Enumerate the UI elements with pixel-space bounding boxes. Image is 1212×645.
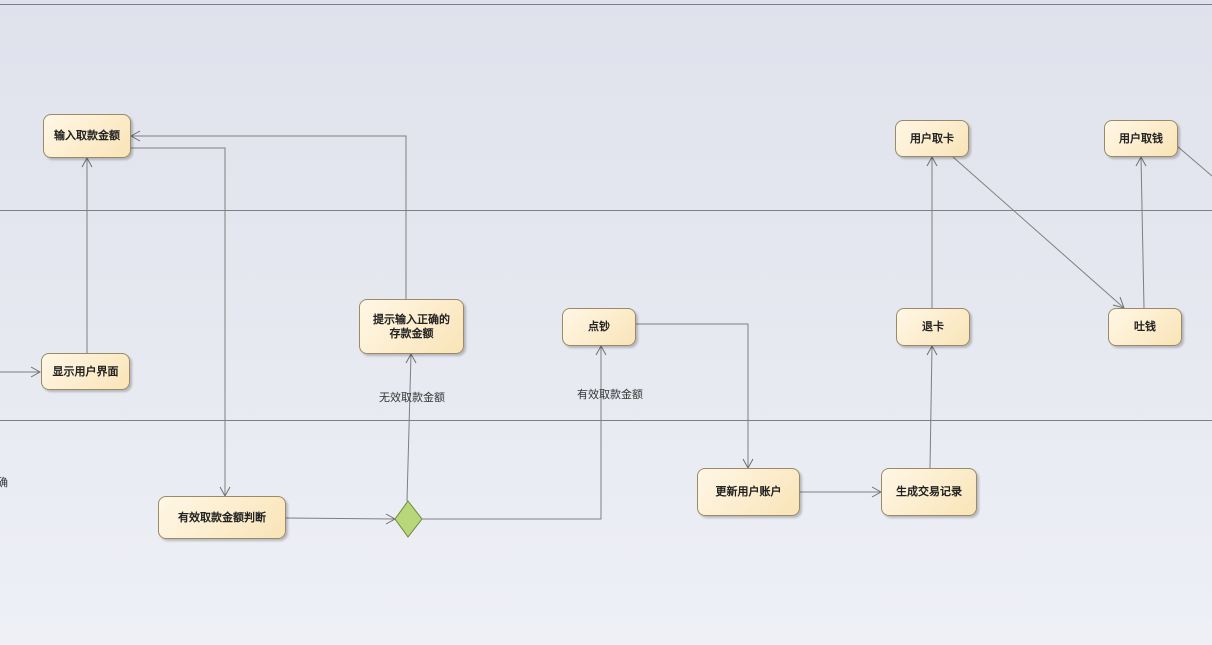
edge-valid-check-to-decision: [285, 517, 396, 520]
edge-input-to-valid-check: [131, 147, 226, 496]
lane-divider-top: [0, 4, 1212, 5]
edge-take-cash-offscreen: [1176, 145, 1212, 177]
arrowhead-input-right: [129, 130, 141, 142]
lane-label-fragment: 确: [0, 476, 8, 489]
node-count-cash[interactable]: 点钞: [562, 308, 636, 346]
guard-valid-amount: 有效取款金额: [577, 388, 643, 401]
edge-count-to-update: [636, 323, 749, 468]
lane-divider-user-atm[interactable]: [0, 210, 1212, 211]
node-dispense-cash[interactable]: 吐钱: [1108, 308, 1182, 346]
decision-diamond[interactable]: [394, 500, 423, 538]
node-input-amount[interactable]: 输入取款金额: [43, 114, 131, 158]
edge-prompt-to-input: [131, 135, 407, 299]
edge-decision-to-prompt: [406, 353, 412, 502]
arrowhead-prompt: [405, 352, 417, 364]
node-update-account[interactable]: 更新用户账户: [697, 468, 800, 516]
arrowhead-count: [595, 344, 607, 356]
arrowhead-take-card: [926, 155, 938, 167]
arrowhead-show-ui: [30, 366, 42, 378]
guard-invalid-amount: 无效取款金额: [379, 391, 445, 404]
arrowhead-input-bottom: [81, 156, 93, 168]
edge-dispense-to-take-cash: [1140, 156, 1145, 309]
node-prompt-correct[interactable]: 提示输入正确的 存款金额: [359, 299, 464, 354]
arrowhead-eject: [926, 344, 938, 356]
arrowhead-take-cash: [1135, 155, 1147, 167]
lane-divider-atm-bank[interactable]: [0, 420, 1212, 421]
node-eject-card[interactable]: 退卡: [896, 308, 970, 346]
edge-take-card-to-dispense: [952, 156, 1125, 309]
node-create-record[interactable]: 生成交易记录: [881, 468, 977, 516]
node-user-take-card[interactable]: 用户取卡: [895, 120, 969, 157]
node-valid-check[interactable]: 有效取款金额判断: [158, 496, 286, 539]
edge-record-to-eject: [929, 345, 933, 469]
edge-decision-to-count: [421, 346, 602, 520]
node-user-take-cash[interactable]: 用户取钱: [1104, 120, 1178, 157]
node-show-ui[interactable]: 显示用户界面: [41, 353, 130, 390]
